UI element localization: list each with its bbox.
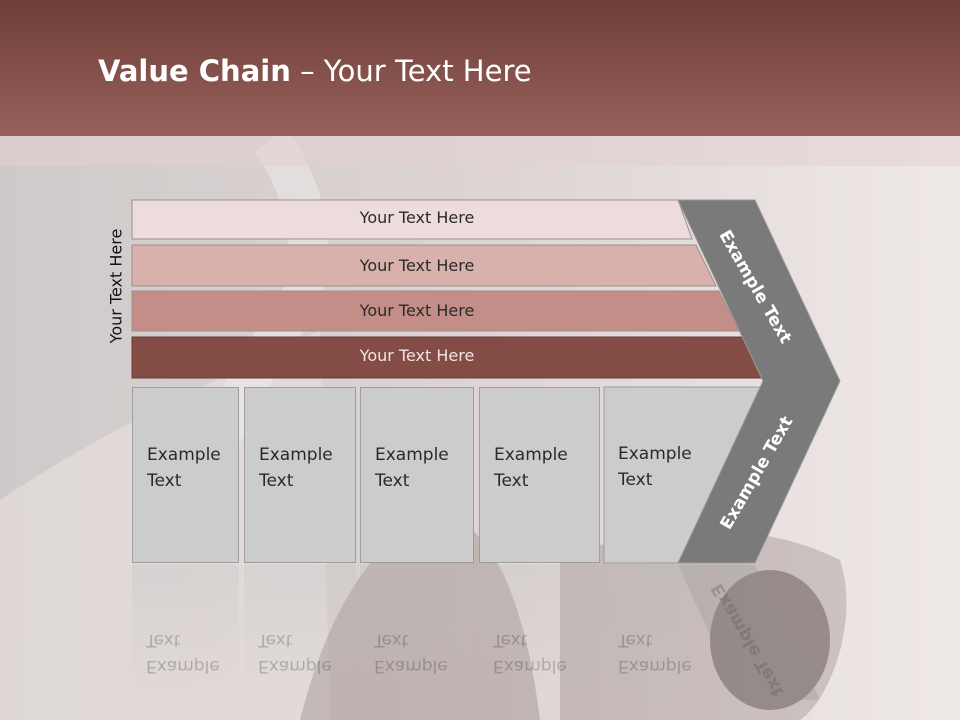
bar-1-label: Your Text Here [359,208,475,227]
bar-2-label: Your Text Here [359,256,475,275]
bar-1[interactable] [131,199,693,240]
bar-4-label: Your Text Here [359,346,475,365]
title-rest: – Your Text Here [290,54,532,88]
title-bold: Value Chain [98,54,291,88]
page-title: Value Chain – Your Text Here [98,54,532,88]
bar-3-label: Your Text Here [359,301,475,320]
chevron-reflection [678,565,820,700]
header-band [0,0,960,136]
header-strip [0,136,960,166]
side-label: Your Text Here [106,228,126,344]
chevron-arrow[interactable] [677,199,841,564]
bar-2[interactable] [131,244,717,287]
